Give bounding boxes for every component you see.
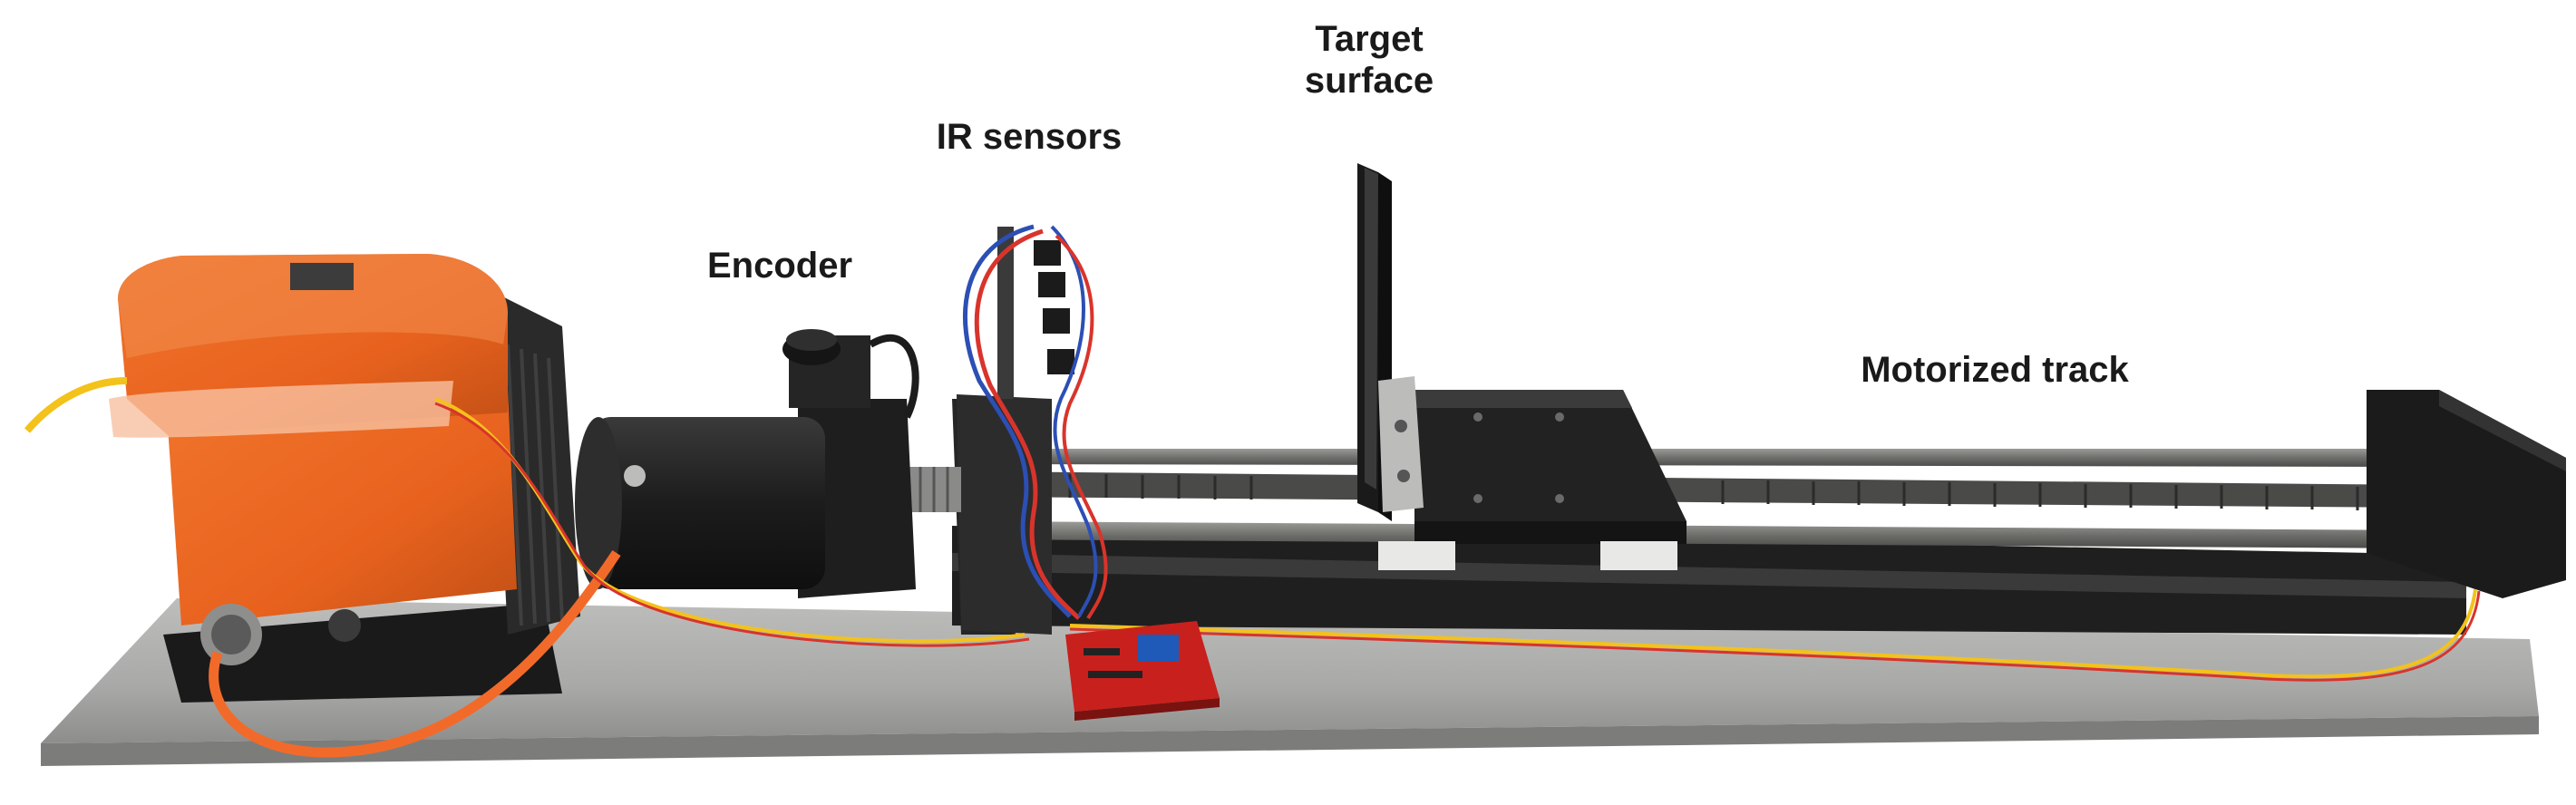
target-surface-label-line2: surface — [1304, 61, 1434, 101]
track-assembly — [952, 390, 2566, 635]
encoder-label: Encoder — [706, 246, 853, 286]
encoder-motor — [575, 329, 919, 598]
motor-controller-box — [109, 254, 580, 703]
motorized-track-label: Motorized track — [1861, 350, 2129, 390]
target-surface-label-line1: Target — [1315, 19, 1424, 59]
controller-board — [1065, 621, 1220, 721]
ir-sensor-mount — [957, 224, 1108, 635]
cables — [24, 377, 2481, 758]
target-surface-panel — [1357, 163, 1424, 521]
target-surface-label: Target surface — [1260, 18, 1478, 102]
base-plate — [41, 598, 2539, 766]
carriage — [1378, 390, 1687, 570]
ir-sensors-label: IR sensors — [936, 117, 1123, 157]
